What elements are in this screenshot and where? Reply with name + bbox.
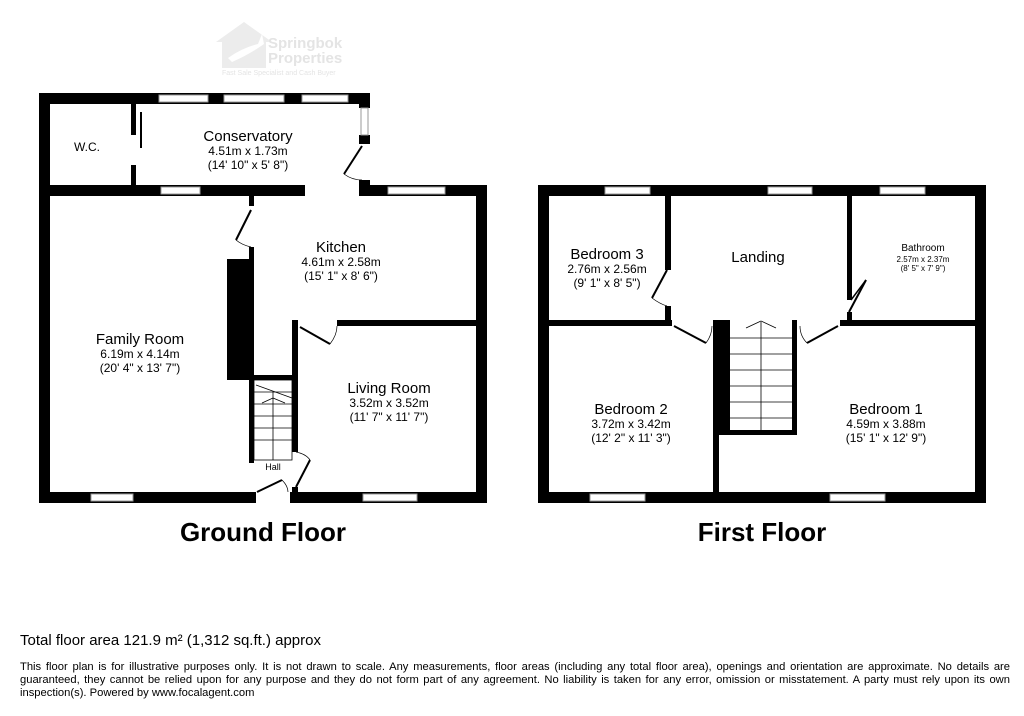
first-floor-doors <box>651 269 867 344</box>
ground-floor-stairs <box>253 379 293 461</box>
first-floor-walls <box>538 185 986 503</box>
ground-floor-title: Ground Floor <box>179 517 347 547</box>
room-hall: Hall <box>265 462 281 472</box>
first-floor-title: First Floor <box>697 517 827 547</box>
house-logo-icon <box>216 22 272 68</box>
ground-floor-doors <box>235 145 363 493</box>
total-floor-area: Total floor area 121.9 m² (1,312 sq.ft.)… <box>20 632 321 649</box>
first-floor-windows <box>589 186 926 502</box>
logo-tagline: Fast Sale Specialist and Cash Buyer <box>222 70 336 77</box>
room-landing: Landing <box>731 249 785 266</box>
first-floor-stairs <box>730 320 792 430</box>
ground-floor-windows <box>90 94 446 502</box>
room-wc: W.C. <box>74 140 100 154</box>
disclaimer: This floor plan is for illustrative purp… <box>20 661 1010 699</box>
